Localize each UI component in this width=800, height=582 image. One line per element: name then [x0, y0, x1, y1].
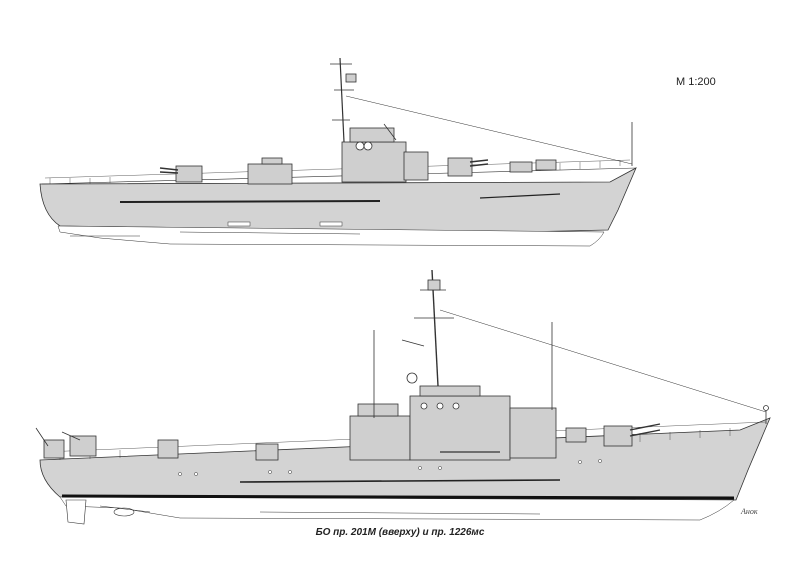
bottom-ship-underwater — [59, 496, 735, 521]
bottom-ship-superstructure — [349, 385, 557, 461]
bottom-ship-aft-gear — [35, 427, 279, 461]
bottom-ship-forward-gun — [565, 423, 661, 447]
top-ship-hull — [39, 167, 637, 233]
top-ship — [39, 57, 637, 247]
bottom-ship-stripe — [61, 494, 735, 500]
bottom-ship-portholes — [178, 459, 602, 476]
bottom-ship-mast — [401, 269, 767, 413]
top-ship-superstructure — [341, 127, 429, 183]
top-ship-mast — [330, 57, 633, 165]
top-ship-stripe — [119, 200, 381, 203]
bottom-ship-propeller — [65, 499, 151, 525]
top-ship-underwater — [57, 225, 605, 247]
top-ship-forward-gun — [447, 157, 489, 177]
scale-label: М 1:200 — [676, 76, 716, 88]
figure-caption: БО пр. 201М (вверху) и пр. 1226мс — [315, 527, 485, 538]
bottom-ship — [35, 269, 771, 525]
top-ship-aft-gun — [159, 165, 203, 183]
artist-signature: Анок — [741, 507, 758, 516]
